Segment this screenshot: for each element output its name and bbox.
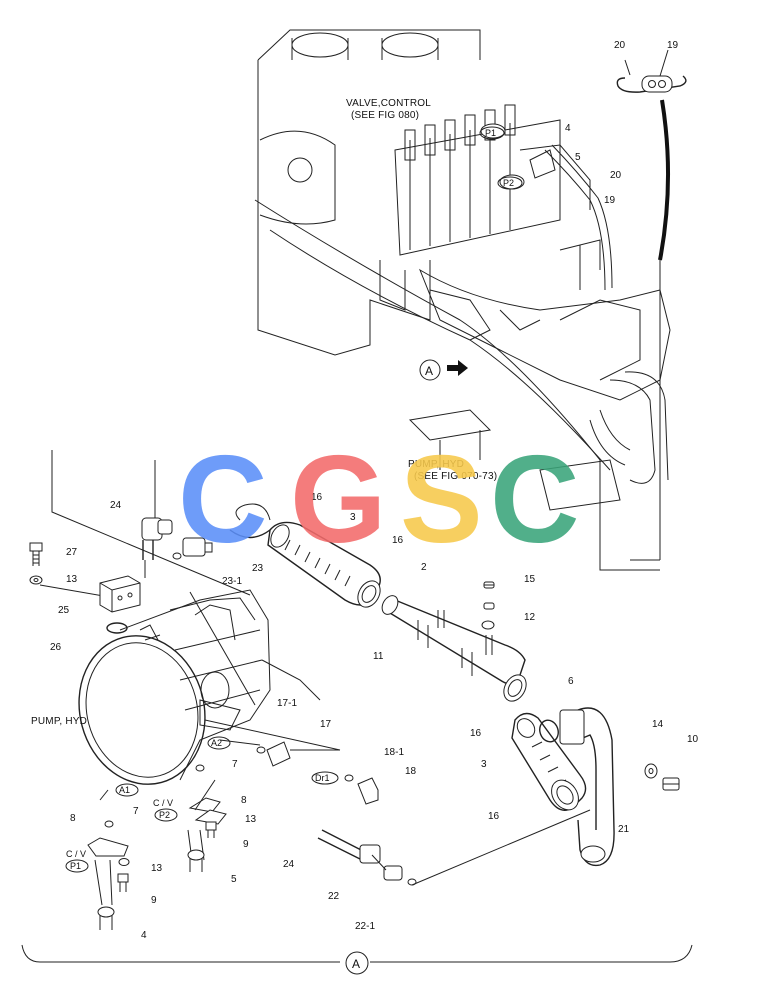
cv-label-2: C / V — [66, 849, 86, 859]
watermark-letter-g: G — [290, 431, 386, 569]
callout: 27 — [66, 547, 78, 558]
callout: 3 — [350, 512, 356, 523]
callout: 22-1 — [355, 921, 375, 932]
clip-detail — [616, 49, 687, 261]
callout: 18 — [405, 766, 417, 777]
fitting-23 — [172, 537, 213, 560]
upper-pump-assembly — [408, 144, 671, 571]
callout: 15 — [524, 574, 536, 585]
bolt-27 — [29, 542, 43, 566]
hose-3-lower — [511, 712, 587, 811]
port-labels: P1 P2 A1 A2 Dr1 — [115, 126, 523, 797]
watermark-logo: C G S C — [178, 431, 580, 569]
port-A1: A1 — [119, 785, 130, 795]
valve-housing — [254, 29, 611, 471]
hose-24-lower — [317, 829, 417, 886]
view-marker-lower: A — [352, 957, 360, 971]
main-pump — [78, 589, 341, 785]
port-Dr1: Dr1 — [315, 773, 330, 783]
callout: 8 — [241, 795, 247, 806]
callout: 22 — [328, 891, 340, 902]
callout: 20 — [614, 40, 626, 51]
callout: 8 — [70, 813, 76, 824]
oring-6 — [539, 719, 559, 743]
oring-7-small — [104, 764, 205, 828]
callout: 25 — [58, 605, 70, 616]
callout: 19 — [667, 40, 679, 51]
callout: 5 — [575, 152, 581, 163]
port-A2: A2 — [211, 738, 222, 748]
washer-14 — [644, 763, 658, 779]
callout: 13 — [245, 814, 257, 825]
fitting-17 — [256, 741, 340, 767]
callout: 5 — [231, 874, 237, 885]
callout: 21 — [618, 824, 630, 835]
callout: 7 — [232, 759, 238, 770]
view-arrow — [419, 359, 468, 381]
callout: 23 — [252, 563, 264, 574]
callout: 10 — [687, 734, 699, 745]
caption-pump-top-line1: PUMP, HYD — [408, 459, 464, 470]
caption-pump-top-line2: (SEE FIG 070-73) — [414, 471, 497, 482]
caption-pump-main: PUMP, HYD — [31, 716, 87, 727]
callout: 12 — [524, 612, 536, 623]
hose-3-upper — [267, 521, 381, 608]
callout: 18-1 — [384, 747, 404, 758]
studs-right — [437, 581, 495, 655]
callout: 17 — [320, 719, 332, 730]
elbow-18 — [344, 774, 379, 805]
elbow-24 — [141, 517, 173, 578]
callout-numbers: 20 19 4 5 20 19 24 27 13 25 26 23 23-1 1… — [50, 40, 699, 941]
port-P2-upper: P2 — [503, 178, 514, 188]
callout: 7 — [133, 806, 139, 817]
captions: VALVE,CONTROL (SEE FIG 080) PUMP, HYD (S… — [31, 98, 497, 727]
callout: 26 — [50, 642, 62, 653]
watermark-letter-s: S — [400, 431, 483, 569]
callout: 16 — [470, 728, 482, 739]
bottom-bracket — [21, 944, 693, 975]
callout: 17-1 — [277, 698, 297, 709]
callout: 9 — [243, 839, 249, 850]
watermark-letter-c1: C — [178, 431, 268, 569]
washer-13-left — [29, 575, 43, 585]
callout: 24 — [110, 500, 122, 511]
callout: 9 — [151, 895, 157, 906]
callout: 11 — [373, 651, 384, 662]
callout: 2 — [421, 562, 427, 573]
caption-valve-line2: (SEE FIG 080) — [351, 110, 419, 121]
pipe-2 — [381, 595, 527, 702]
callout: 19 — [604, 195, 616, 206]
callout: 14 — [652, 719, 664, 730]
callout: 24 — [283, 859, 295, 870]
watermark-letter-c2: C — [490, 431, 580, 569]
callout: 6 — [568, 676, 574, 687]
oring-26 — [106, 622, 128, 634]
callout: 13 — [66, 574, 78, 585]
callout: 4 — [565, 123, 571, 134]
leader-lines — [99, 591, 591, 886]
elbow-pipe-21 — [559, 707, 615, 867]
callout: 16 — [488, 811, 500, 822]
cv-labels: C / V P2 C / V P1 — [65, 798, 178, 873]
callout: 20 — [610, 170, 622, 181]
cv-port-1: P2 — [159, 810, 170, 820]
cv-port-2: P1 — [70, 861, 81, 871]
bolt-10 — [662, 777, 680, 791]
callout: 16 — [311, 492, 323, 503]
cv-label-1: C / V — [153, 798, 173, 808]
port-P1-upper: P1 — [485, 128, 496, 138]
hose-lower-left — [229, 503, 271, 539]
block-25 — [99, 575, 141, 613]
view-markers: A A — [352, 364, 433, 971]
callout: 23-1 — [222, 576, 242, 587]
callout: 13 — [151, 863, 163, 874]
clamp-parts-lower — [87, 797, 227, 930]
callout: 3 — [481, 759, 487, 770]
callout: 16 — [392, 535, 404, 546]
caption-valve-line1: VALVE,CONTROL — [346, 98, 431, 109]
callout: 4 — [141, 930, 147, 941]
view-marker-upper: A — [425, 364, 433, 378]
